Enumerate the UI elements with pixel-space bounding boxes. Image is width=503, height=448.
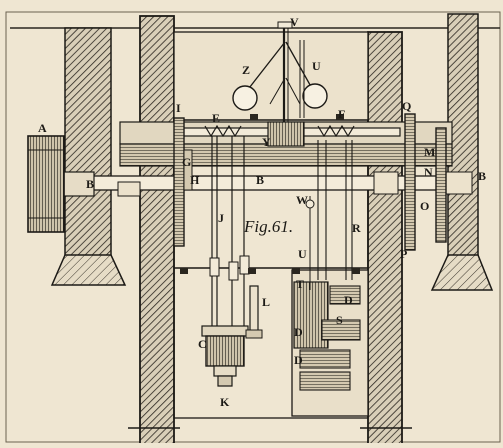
- label-a: A: [38, 121, 47, 135]
- label-n: N: [424, 165, 433, 179]
- label-t: T: [296, 277, 304, 291]
- label-u-top: U: [312, 59, 321, 73]
- gear-wheel-left: [173, 117, 193, 247]
- figure-caption: Fig.61.: [243, 217, 293, 236]
- gear-wheel-q: [404, 113, 416, 251]
- upper-shaft: [181, 121, 401, 147]
- label-l: L: [262, 295, 270, 309]
- label-b-center: B: [256, 173, 264, 187]
- label-b-left: B: [86, 177, 94, 191]
- governor: [232, 21, 328, 122]
- flywheel: [27, 135, 65, 233]
- label-r: R: [352, 221, 361, 235]
- label-f: F: [338, 107, 345, 121]
- label-g: G: [182, 155, 191, 169]
- central-frame: [173, 31, 369, 419]
- valve-l: [245, 285, 263, 339]
- label-p: P: [400, 247, 407, 261]
- label-h: H: [190, 173, 200, 187]
- label-k: K: [220, 395, 230, 409]
- right-outer-column: [430, 13, 494, 291]
- label-c: C: [198, 337, 207, 351]
- connecting-rods: [209, 136, 250, 330]
- label-w: W: [296, 193, 308, 207]
- label-q: Q: [402, 99, 411, 113]
- left-outer-column: [50, 27, 127, 286]
- label-o: O: [420, 199, 429, 213]
- diagram-labels: A B B B C D D D E F G H I J K L M N O P …: [38, 15, 486, 409]
- plate-border: [5, 11, 501, 443]
- label-d-3: D: [294, 353, 303, 367]
- label-i: I: [176, 101, 181, 115]
- label-y: Y: [262, 135, 271, 149]
- gear-wheel-m: [435, 127, 447, 243]
- label-e: E: [212, 111, 220, 125]
- label-u-low: U: [298, 247, 307, 261]
- label-d-1: D: [344, 293, 353, 307]
- label-v: V: [290, 15, 299, 29]
- governor-ball-right: [302, 83, 328, 109]
- label-j: J: [218, 211, 224, 225]
- label-d-2: D: [294, 325, 303, 339]
- label-s: S: [336, 313, 343, 327]
- label-m: M: [424, 145, 435, 159]
- label-z: Z: [242, 63, 250, 77]
- pump-cylinder: [201, 325, 249, 387]
- frame-bolts: [180, 114, 360, 274]
- label-b-right: B: [478, 169, 486, 183]
- governor-ball-left: [232, 85, 258, 111]
- lower-right-mechanism: [291, 140, 369, 417]
